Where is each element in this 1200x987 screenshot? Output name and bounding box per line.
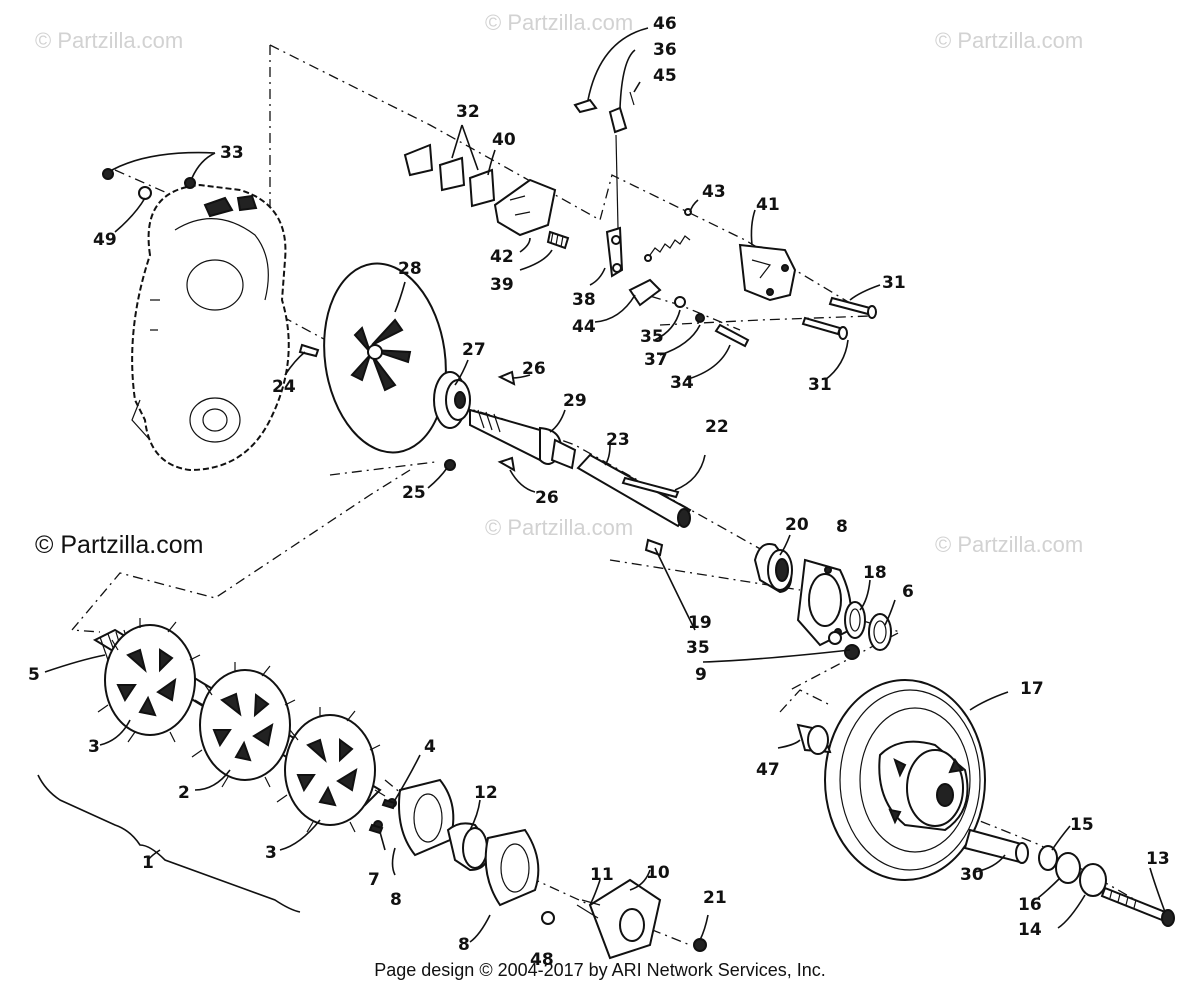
bearing-cap (581, 878, 707, 960)
callout-16[interactable]: 16 (1018, 895, 1042, 915)
assembly-guide-lines (70, 44, 1171, 946)
callout-3[interactable]: 3 (88, 737, 100, 757)
page-footer: Page design © 2004-2017 by ARI Network S… (374, 960, 826, 980)
callout-20[interactable]: 20 (785, 515, 809, 535)
callout-8[interactable]: 8 (458, 935, 470, 955)
callout-29[interactable]: 29 (563, 391, 587, 411)
callout-42[interactable]: 42 (490, 247, 514, 267)
small-hardware (102, 168, 664, 919)
callout-6[interactable]: 6 (902, 582, 914, 602)
callout-5[interactable]: 5 (28, 665, 40, 685)
callout-22[interactable]: 22 (705, 417, 729, 437)
callout-15[interactable]: 15 (1070, 815, 1094, 835)
callout-38[interactable]: 38 (572, 290, 596, 310)
watermark: © Partzilla.com (485, 515, 633, 540)
watermark: © Partzilla.com (935, 532, 1083, 557)
bearing-upper (753, 543, 793, 594)
callout-30[interactable]: 30 (960, 865, 984, 885)
driven-pulley (824, 679, 986, 881)
callout-13[interactable]: 13 (1146, 849, 1170, 869)
assembly-brace (37, 774, 301, 913)
spacer-sleeve (796, 723, 832, 755)
callout-49[interactable]: 49 (93, 230, 117, 250)
callout-24[interactable]: 24 (272, 377, 296, 397)
callout-17[interactable]: 17 (1020, 679, 1044, 699)
callout-8[interactable]: 8 (836, 517, 848, 537)
callout-27[interactable]: 27 (462, 340, 486, 360)
callout-26[interactable]: 26 (535, 488, 559, 508)
callout-2[interactable]: 2 (178, 783, 190, 803)
callout-35[interactable]: 35 (686, 638, 710, 658)
callout-37[interactable]: 37 (644, 350, 668, 370)
watermark: © Partzilla.com (935, 28, 1083, 53)
callout-41[interactable]: 41 (756, 195, 780, 215)
callout-18[interactable]: 18 (863, 563, 887, 583)
bracket-bolts (674, 296, 877, 348)
callout-11[interactable]: 11 (590, 865, 614, 885)
callout-25[interactable]: 25 (402, 483, 426, 503)
callout-31[interactable]: 31 (882, 273, 906, 293)
brake-lever (573, 91, 662, 307)
callout-14[interactable]: 14 (1018, 920, 1042, 940)
brake-disc (323, 262, 447, 454)
callout-40[interactable]: 40 (492, 130, 516, 150)
drive-tube (576, 453, 692, 528)
callout-8[interactable]: 8 (390, 890, 402, 910)
callout-12[interactable]: 12 (474, 783, 498, 803)
copyright-text: © Partzilla.com (35, 531, 203, 559)
callout-31[interactable]: 31 (808, 375, 832, 395)
callout-leaders (44, 27, 1166, 943)
callout-1[interactable]: 1 (142, 853, 154, 873)
watermark: © Partzilla.com (485, 10, 633, 35)
bearing-flange-upper (796, 558, 853, 647)
lower-bearing-set (373, 778, 555, 925)
callout-47[interactable]: 47 (756, 760, 780, 780)
mounting-bracket (738, 243, 797, 302)
callout-7[interactable]: 7 (368, 870, 380, 890)
callout-32[interactable]: 32 (456, 102, 480, 122)
callout-28[interactable]: 28 (398, 259, 422, 279)
callout-34[interactable]: 34 (670, 373, 694, 393)
callout-labels: 1 2 3 3 4 5 6 7 8 8 8 9 10 11 12 13 14 1… (28, 14, 1170, 970)
callout-26[interactable]: 26 (522, 359, 546, 379)
jackshaft (469, 408, 577, 470)
callout-35[interactable]: 35 (640, 327, 664, 347)
callout-45[interactable]: 45 (653, 66, 677, 86)
callout-44[interactable]: 44 (572, 317, 596, 337)
chaincase-housing (131, 183, 290, 472)
drive-shaft-assembly (92, 618, 386, 833)
callout-19[interactable]: 19 (688, 613, 712, 633)
watermark: © Partzilla.com (35, 28, 183, 53)
brake-caliper-assembly (403, 143, 570, 250)
callout-23[interactable]: 23 (606, 430, 630, 450)
callout-21[interactable]: 21 (703, 888, 727, 908)
callout-48[interactable]: 48 (530, 950, 554, 970)
callout-33[interactable]: 33 (220, 143, 244, 163)
pulley-hardware (963, 828, 1175, 927)
brake-hub (433, 371, 471, 429)
callout-4[interactable]: 4 (424, 737, 436, 757)
callout-3[interactable]: 3 (265, 843, 277, 863)
callout-43[interactable]: 43 (702, 182, 726, 202)
callout-46[interactable]: 46 (653, 14, 677, 34)
callout-36[interactable]: 36 (653, 40, 677, 60)
callout-9[interactable]: 9 (695, 665, 707, 685)
callout-39[interactable]: 39 (490, 275, 514, 295)
callout-10[interactable]: 10 (646, 863, 670, 883)
return-spring (644, 208, 692, 262)
